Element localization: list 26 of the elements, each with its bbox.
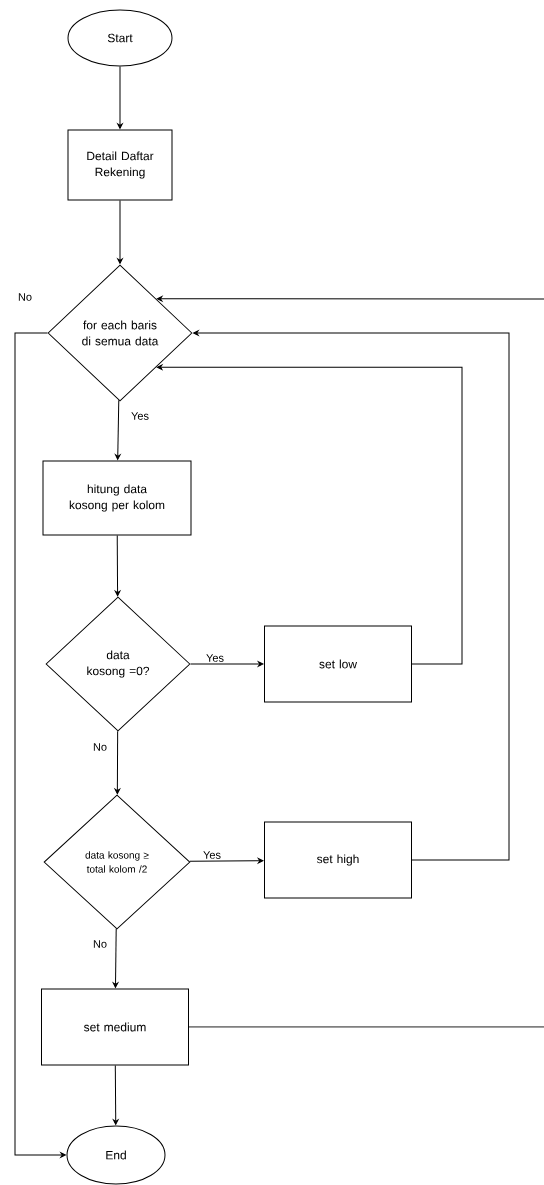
arrow <box>112 1065 119 1125</box>
arrow <box>193 330 510 861</box>
arrow <box>112 928 119 988</box>
process-box: Detail Daftar Rekening <box>67 129 173 201</box>
process-box: set high <box>264 821 412 899</box>
edge-label: Yes <box>205 653 225 663</box>
edge-label: No <box>16 292 34 302</box>
arrow <box>156 296 544 302</box>
arrow <box>156 364 463 665</box>
arrow <box>14 332 66 1158</box>
edge-label: No <box>91 939 109 949</box>
end-terminal: End <box>66 1125 166 1185</box>
arrow <box>114 730 121 795</box>
start-terminal: Start <box>67 9 173 67</box>
arrow <box>115 399 121 460</box>
arrow <box>117 200 123 264</box>
arrow <box>190 661 264 667</box>
edge-label: No <box>91 742 109 752</box>
arrow <box>189 857 264 864</box>
arrow <box>114 535 121 597</box>
process-box: set low <box>264 625 412 703</box>
process-box: hitung data kosong per kolom <box>42 460 192 536</box>
edge-label: Yes <box>202 850 222 860</box>
process-box: set medium <box>41 988 189 1066</box>
arrow <box>117 66 123 129</box>
edge-label: Yes <box>130 411 150 421</box>
